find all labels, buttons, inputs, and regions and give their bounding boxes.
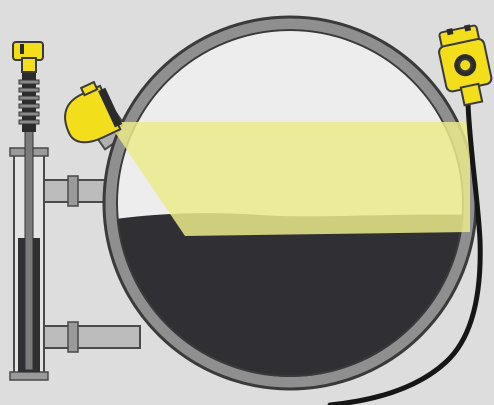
bypass-sensor-fin [19, 120, 39, 124]
gwr-sensor-screw-left [446, 28, 453, 35]
bypass-probe-rod [25, 130, 33, 370]
gwr-sensor-screw-right [464, 24, 471, 31]
bypass-sensor-fin [19, 112, 39, 116]
gwr-sensor-process-connection [461, 84, 482, 105]
bypass-sensor-fin [19, 104, 39, 108]
lower-flange [68, 322, 78, 352]
bypass-bottom-flange [10, 372, 48, 380]
bypass-sensor-fin [19, 88, 39, 92]
bypass-sensor-cable-gland [20, 44, 24, 54]
bypass-sensor-fin [19, 96, 39, 100]
bypass-sensor-body [22, 58, 36, 72]
bypass-sensor-fin [19, 80, 39, 84]
upper-flange [68, 176, 78, 206]
bypass-lower-connection [40, 326, 140, 348]
